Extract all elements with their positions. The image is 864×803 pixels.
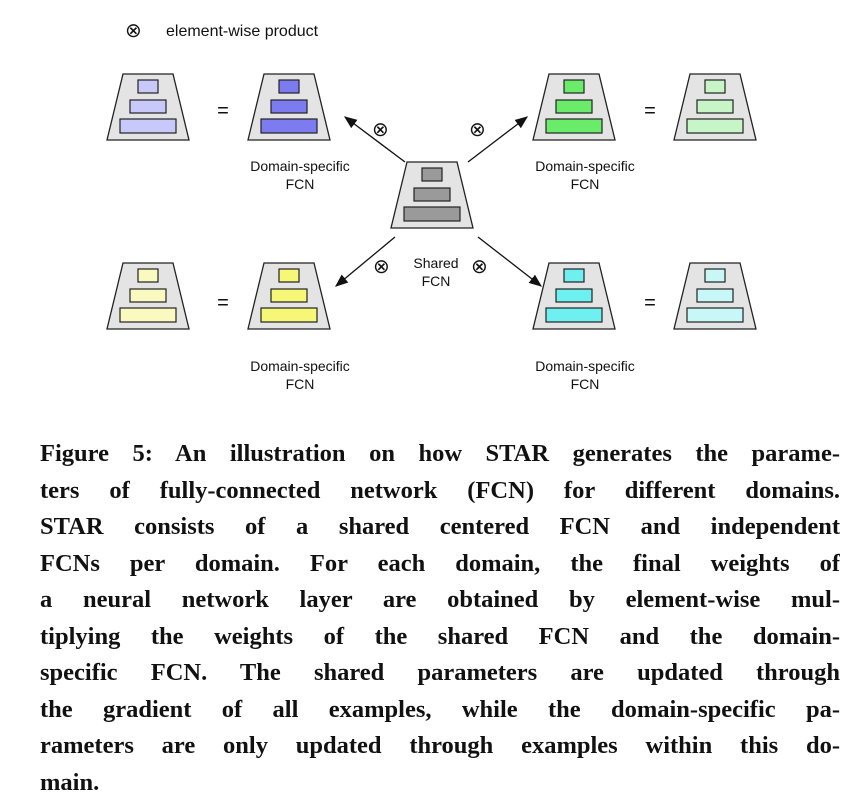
domain-label-top-left-line2: FCN xyxy=(286,176,315,192)
fcn-layer-block-1 xyxy=(137,268,159,283)
shared-label-line2: FCN xyxy=(422,273,451,289)
product-symbol-top-right: ⊗ xyxy=(469,119,486,141)
fcn-layer-block-2 xyxy=(129,288,167,303)
domain-label-bottom-right-line1: Domain-specific xyxy=(535,358,635,374)
caption-line: Figure 5: An illustration on how STAR ge… xyxy=(40,440,840,467)
caption-line: STAR consists of a shared centered FCN a… xyxy=(40,513,840,540)
fcn-layer xyxy=(106,73,757,330)
legend: ⊗ element-wise product xyxy=(125,20,319,42)
shared-label-line1: Shared xyxy=(413,255,458,271)
equals-sign-top-left: = xyxy=(217,100,229,122)
domain-label-top-right-line1: Domain-specific xyxy=(535,158,635,174)
fcn-layer-block-2 xyxy=(270,99,308,114)
legend-symbol: ⊗ xyxy=(125,20,142,42)
arrows xyxy=(334,116,543,287)
caption-line: ters of fully-connected network (FCN) fo… xyxy=(40,476,840,504)
fcn-layer-block-1 xyxy=(563,79,585,94)
caption-line: specific FCN. The shared parameters are … xyxy=(40,659,840,686)
fcn-bottom-left-domain xyxy=(247,262,331,330)
caption-line: the gradient of all examples, while the … xyxy=(40,695,840,723)
fcn-layer-block-2 xyxy=(555,288,593,303)
arrow-top-right xyxy=(467,116,529,163)
fcn-shared xyxy=(390,161,474,229)
caption-line: a neural network layer are obtained by e… xyxy=(40,586,840,613)
fcn-bottom-left-result xyxy=(106,262,190,330)
star-fcn-diagram: ⊗ element-wise product ⊗ ⊗ ⊗ ⊗ = = = = D… xyxy=(106,20,757,392)
fcn-bottom-right-domain xyxy=(532,262,616,330)
domain-label-top-right-line2: FCN xyxy=(571,176,600,192)
arrow-top-left xyxy=(343,116,406,163)
fcn-layer-block-2 xyxy=(555,99,593,114)
fcn-layer-block-3 xyxy=(403,206,461,222)
fcn-layer-block-3 xyxy=(260,307,318,323)
caption-line: tiplying the weights of the shared FCN a… xyxy=(40,622,840,650)
fcn-layer-block-3 xyxy=(686,118,744,134)
domain-label-bottom-right-line2: FCN xyxy=(571,376,600,392)
fcn-layer-block-1 xyxy=(563,268,585,283)
fcn-layer-block-1 xyxy=(421,167,443,182)
caption-line: main. xyxy=(40,768,100,796)
fcn-layer-block-3 xyxy=(545,118,603,134)
equals-sign-bottom-right: = xyxy=(644,292,656,314)
fcn-layer-block-2 xyxy=(696,288,734,303)
fcn-top-right-result xyxy=(673,73,757,141)
domain-label-bottom-left-line1: Domain-specific xyxy=(250,358,350,374)
fcn-layer-block-1 xyxy=(278,268,300,283)
domain-label-top-left-line1: Domain-specific xyxy=(250,158,350,174)
domain-label-bottom-left-line2: FCN xyxy=(286,376,315,392)
fcn-bottom-right-result xyxy=(673,262,757,330)
fcn-layer-block-2 xyxy=(696,99,734,114)
product-symbol-bottom-left: ⊗ xyxy=(373,256,390,278)
arrow-bottom-left xyxy=(334,236,396,287)
product-symbol-top-left: ⊗ xyxy=(372,119,389,141)
equals-sign-top-right: = xyxy=(644,100,656,122)
fcn-layer-block-3 xyxy=(119,307,177,323)
fcn-top-left-result xyxy=(106,73,190,141)
fcn-layer-block-1 xyxy=(137,79,159,94)
figure-caption: Figure 5: An illustration on how STAR ge… xyxy=(40,436,840,801)
fcn-top-left-domain xyxy=(247,73,331,141)
fcn-layer-block-3 xyxy=(119,118,177,134)
product-symbol-bottom-right: ⊗ xyxy=(471,256,488,278)
fcn-layer-block-1 xyxy=(278,79,300,94)
fcn-layer-block-3 xyxy=(545,307,603,323)
fcn-top-right-domain xyxy=(532,73,616,141)
arrow-bottom-right xyxy=(477,236,543,287)
fcn-layer-block-1 xyxy=(704,268,726,283)
fcn-layer-block-2 xyxy=(413,187,451,202)
fcn-layer-block-2 xyxy=(129,99,167,114)
caption-line: FCNs per domain. For each domain, the fi… xyxy=(40,549,840,577)
equals-sign-bottom-left: = xyxy=(217,292,229,314)
fcn-layer-block-3 xyxy=(686,307,744,323)
fcn-layer-block-1 xyxy=(704,79,726,94)
legend-label: element-wise product xyxy=(166,23,319,40)
fcn-layer-block-2 xyxy=(270,288,308,303)
fcn-layer-block-3 xyxy=(260,118,318,134)
caption-line: rameters are only updated through exampl… xyxy=(40,732,840,759)
